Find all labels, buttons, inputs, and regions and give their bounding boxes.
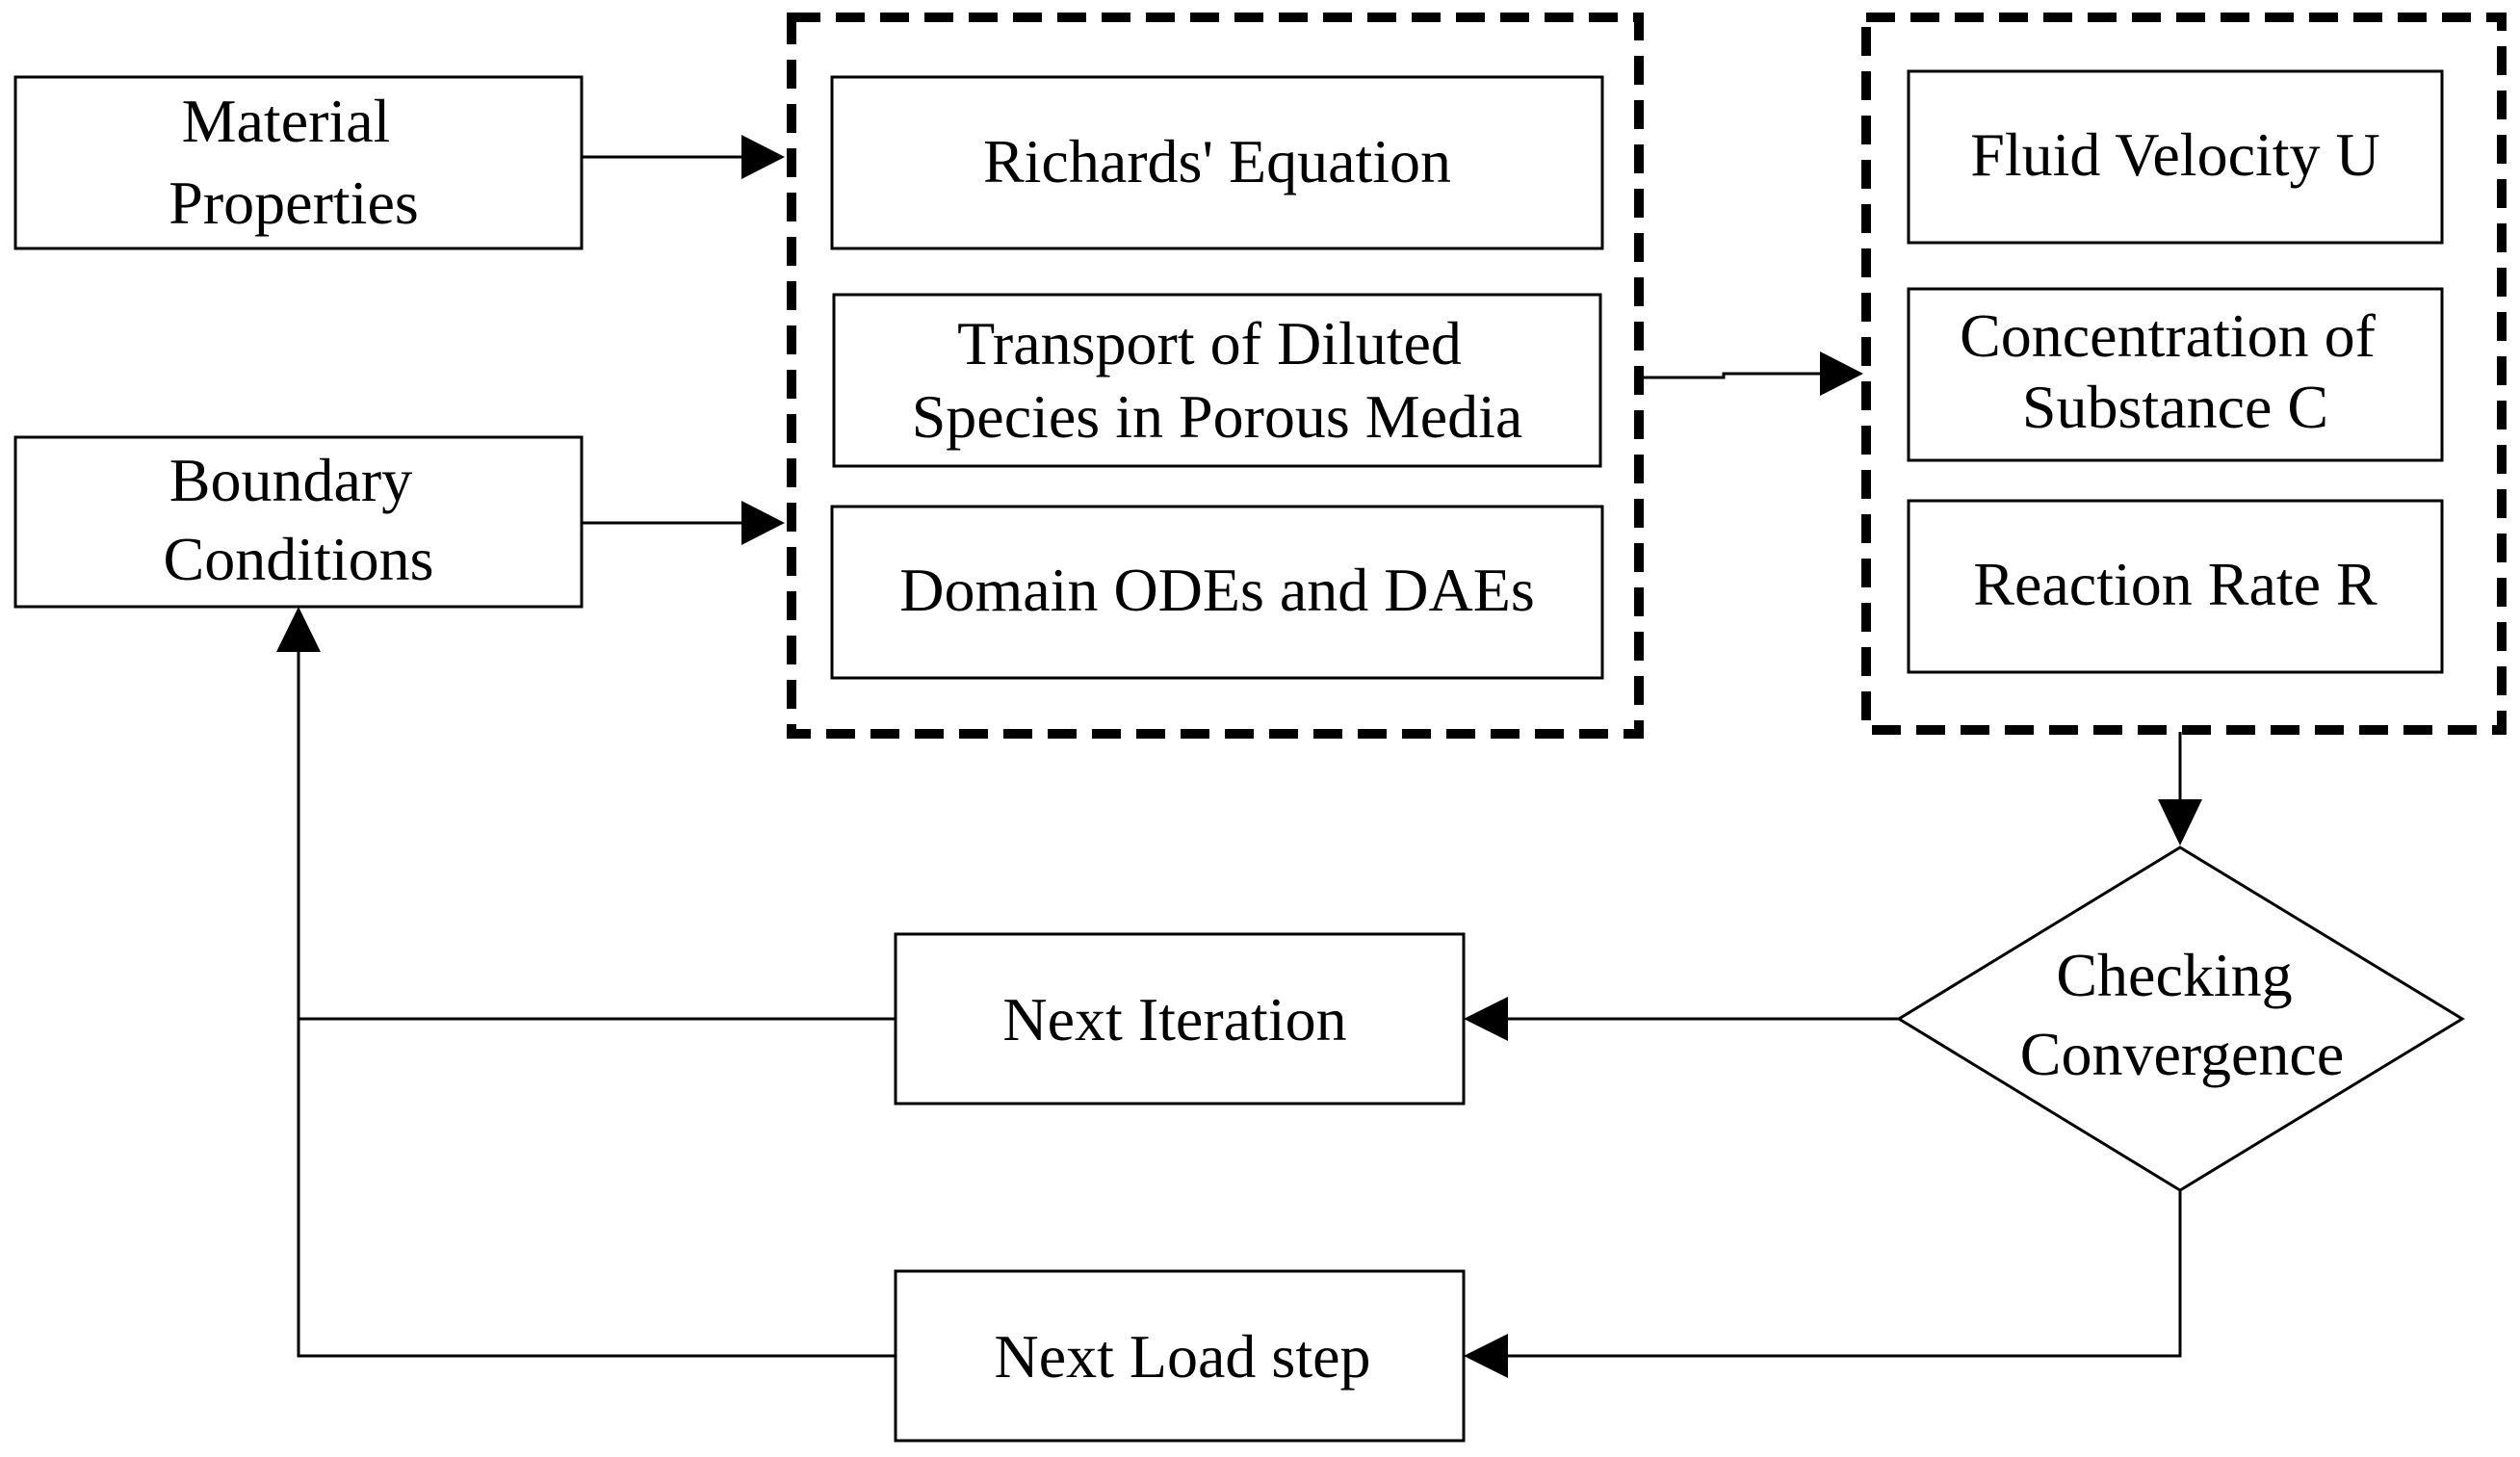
fluid-velocity-node: Fluid Velocity U (1907, 69, 2444, 245)
material-properties-label: Material Properties (169, 87, 419, 237)
convergence-diamond (1896, 846, 2465, 1192)
richards-equation-node: Richards' Equation (830, 75, 1604, 250)
arrowhead-loop-to-boundary (276, 607, 321, 652)
fluid-velocity-label: Fluid Velocity U (1970, 120, 2380, 189)
reaction-rate-label: Reaction Rate R (1973, 550, 2377, 618)
transport-diluted-species-node: Transport of Diluted Species in Porous M… (832, 293, 1602, 468)
material-properties-node: Material Properties (13, 75, 584, 250)
edge-physics-to-outputs (1642, 372, 1820, 379)
next-load-step-node: Next Load step (894, 1269, 1466, 1443)
arrowhead-physics-to-outputs (1820, 351, 1863, 396)
richards-equation-label: Richards' Equation (983, 127, 1451, 195)
next-iteration-label: Next Iteration (1002, 985, 1346, 1054)
next-iteration-node: Next Iteration (894, 932, 1466, 1106)
concentration-label: Concentration of Substance C (1960, 301, 2391, 441)
reaction-rate-node: Reaction Rate R (1907, 499, 2444, 674)
physics-group-frame (787, 13, 1644, 739)
outputs-group-frame (1861, 13, 2507, 735)
transport-diluted-species-label: Transport of Diluted Species in Porous M… (912, 309, 1523, 451)
next-load-step-label: Next Load step (995, 1322, 1371, 1391)
boundary-conditions-node: Boundary Conditions (13, 435, 584, 609)
arrowhead-boundary-to-physics (741, 501, 785, 545)
edge-next-load-step-to-loop (297, 650, 896, 1358)
edge-convergence-to-next-load-step (1508, 1190, 2182, 1358)
physics-group: Richards' Equation Transport of Diluted … (787, 13, 1644, 739)
outputs-group: Fluid Velocity U Concentration of Substa… (1861, 13, 2507, 735)
arrowhead-outputs-to-convergence (2158, 799, 2202, 846)
checking-convergence-node: Checking Convergence (1896, 846, 2465, 1192)
connectors (276, 135, 2202, 1378)
domain-odes-daes-label: Domain ODEs and DAEs (899, 556, 1534, 624)
arrowhead-material-to-physics (741, 135, 785, 179)
arrowhead-convergence-to-next-load-step (1464, 1334, 1508, 1378)
checking-convergence-label: Checking Convergence (2020, 941, 2344, 1088)
arrowhead-convergence-to-next-iteration (1464, 997, 1508, 1041)
domain-odes-daes-node: Domain ODEs and DAEs (830, 505, 1604, 680)
concentration-node: Concentration of Substance C (1907, 287, 2444, 462)
boundary-conditions-label: Boundary Conditions (164, 446, 434, 593)
